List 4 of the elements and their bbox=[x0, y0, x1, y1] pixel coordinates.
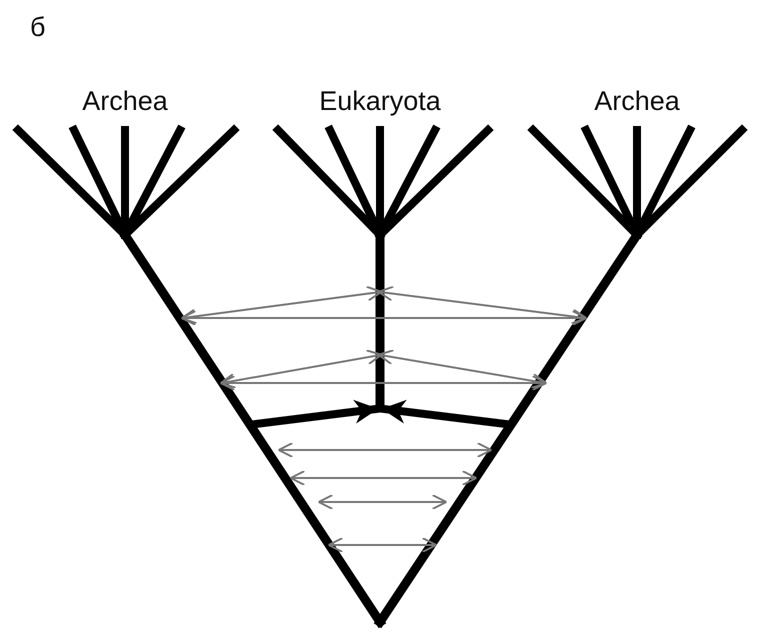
clade-label: Archea bbox=[82, 88, 168, 115]
panel-letter: б bbox=[30, 14, 46, 41]
clade-label: Eukaryota bbox=[319, 88, 441, 115]
clade-label: Archea bbox=[594, 88, 680, 115]
